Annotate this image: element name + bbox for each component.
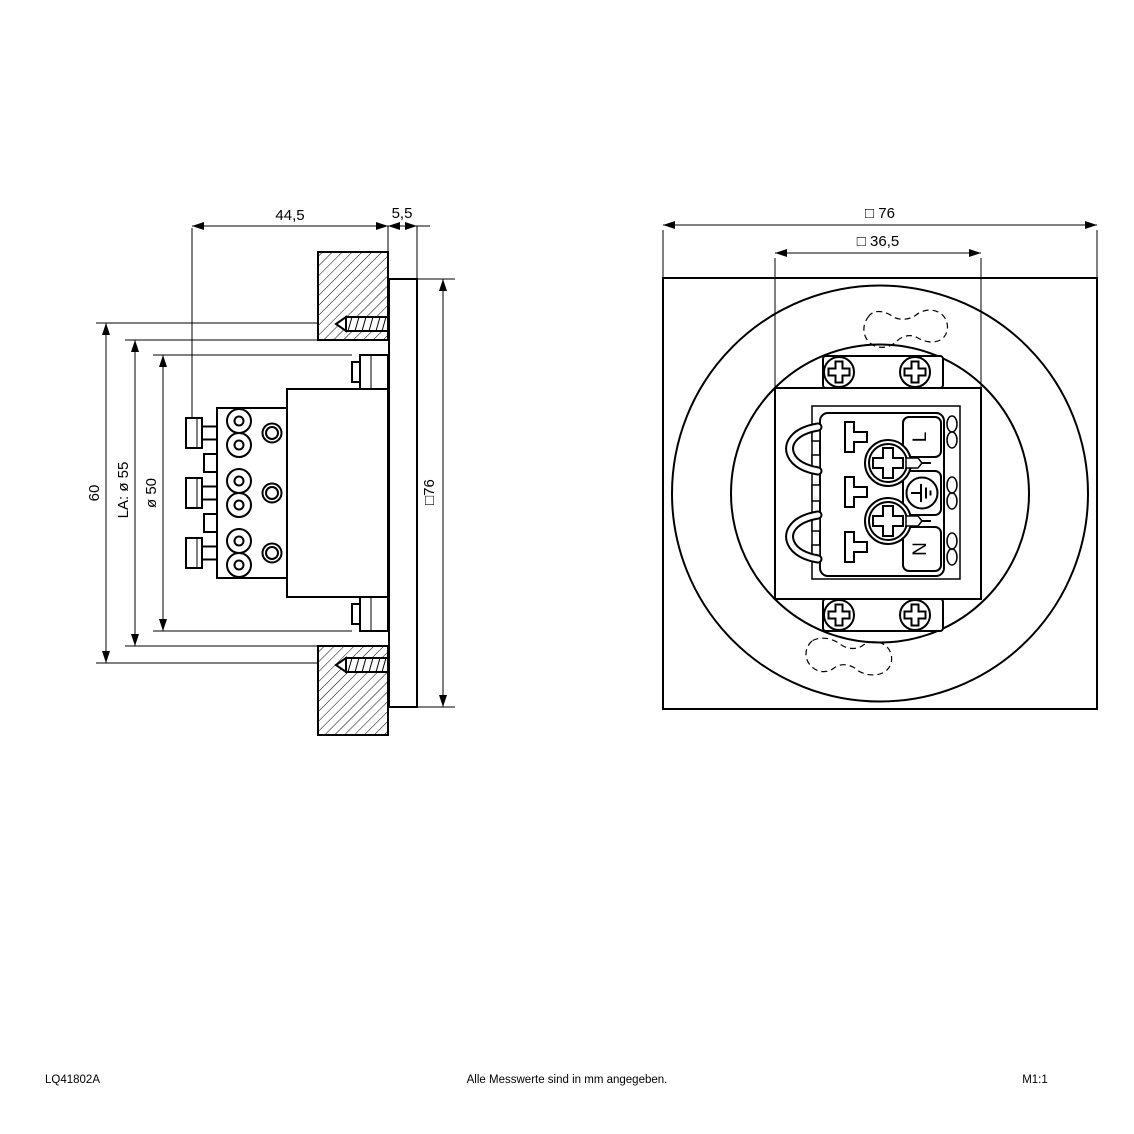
- dimension-flange-thickness: 5,5: [388, 205, 430, 279]
- phillips-screw-icon: [899, 599, 931, 631]
- terminal-screw-icon: [864, 497, 912, 545]
- terminal-connector: L N: [785, 412, 958, 577]
- dim-body-dia-label: ø 50: [143, 478, 160, 508]
- dim-outer-square-label: □ 76: [865, 205, 895, 222]
- dimension-body-dia-50: ø 50: [143, 354, 352, 632]
- article-number: LQ41802A: [45, 1074, 100, 1086]
- title-block-footer: LQ41802A Alle Messwerte sind in mm angeg…: [45, 1074, 1048, 1086]
- units-note: Alle Messwerte sind in mm angegeben.: [467, 1074, 668, 1086]
- terminal-neutral-label: N: [910, 542, 931, 556]
- cell-live: [902, 416, 942, 458]
- scale-note: M1:1: [1022, 1074, 1048, 1086]
- trim-ring-outer-circle: [671, 284, 1089, 703]
- earth-icon: [905, 476, 939, 510]
- flange-plate: [388, 278, 418, 708]
- dim-flange-thickness-label: 5,5: [392, 205, 413, 222]
- cell-neutral: [902, 526, 942, 572]
- dimension-outer-square-76: □ 76: [662, 205, 1098, 278]
- phillips-screw-icon: [899, 356, 931, 388]
- back-view: L N □ 76 □ 36,5: [662, 205, 1098, 710]
- dim-depth-label: 44,5: [275, 207, 304, 224]
- dim-inner-square-label: □ 36,5: [857, 233, 899, 250]
- phillips-screw-icon: [823, 356, 855, 388]
- terminal-block-side: [185, 407, 288, 579]
- clamp-screws: [185, 417, 218, 569]
- terminal-screw-bores: [261, 422, 283, 564]
- dimension-flange-square-76: □76: [417, 278, 455, 708]
- wire-release-lever: [785, 422, 823, 476]
- contact-symbol: [905, 515, 931, 527]
- dimension-cutout-55: LA: ø 55: [115, 339, 388, 647]
- wire-entry-holes: [226, 408, 252, 578]
- dim-flange-square-label: □76: [421, 479, 438, 505]
- connector-hinge-tabs: [811, 424, 821, 562]
- wire-slot: [844, 421, 868, 563]
- wire-port-ovals: [946, 415, 958, 566]
- terminal-live-label: L: [910, 432, 931, 443]
- terminal-screw-icon: [864, 439, 912, 487]
- dim-height-label: 60: [86, 485, 103, 502]
- spring-clip-bottom: [351, 596, 389, 632]
- dimension-inner-square-36-5: □ 36,5: [774, 233, 982, 388]
- dim-cutout-label: LA: ø 55: [115, 462, 132, 519]
- knockout-outline-top: [863, 309, 949, 348]
- contact-symbol: [905, 457, 931, 469]
- wire-release-lever: [785, 510, 823, 564]
- spring-clip-top: [351, 354, 389, 390]
- dimension-height-60: 60: [86, 322, 318, 664]
- phillips-screw-icon: [823, 599, 855, 631]
- side-view: 44,5 5,5 60 LA: ø 55 ø 50: [86, 205, 455, 736]
- housing-body: [286, 388, 389, 598]
